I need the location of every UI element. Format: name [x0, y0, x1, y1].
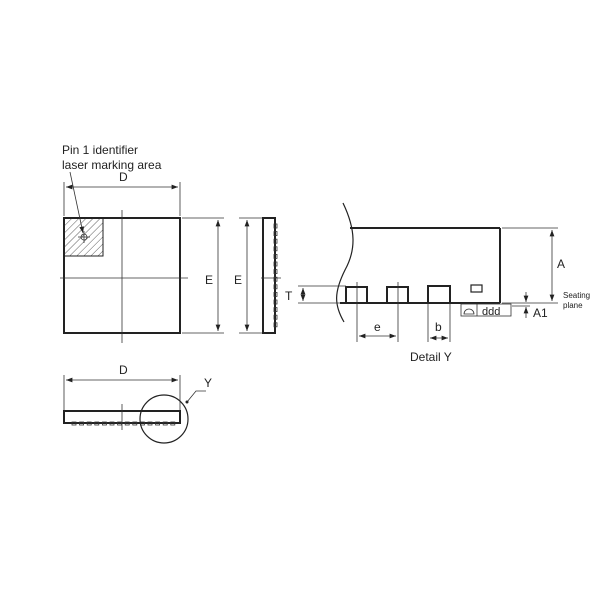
- dimension-b-label: b: [435, 320, 442, 334]
- detail-title: Detail Y: [410, 350, 452, 364]
- detail-Y-ref: Y: [204, 376, 212, 390]
- side-pad: [273, 314, 278, 320]
- dimension-E-side-label: E: [234, 273, 242, 287]
- front-pad: [71, 421, 77, 426]
- side-pad: [273, 223, 278, 229]
- pin1-crosshair-icon: [78, 231, 90, 243]
- side-pads: [273, 223, 278, 328]
- dimension-E-label: E: [205, 273, 213, 287]
- pad: [386, 286, 409, 304]
- flatness-tolerance-frame: [460, 303, 512, 317]
- front-pads: [71, 421, 176, 426]
- front-pad: [124, 421, 130, 426]
- detail-y-view: T e b ddd A A1 Seating plane Detail Y: [285, 202, 590, 364]
- dimension-D-front-label: D: [119, 363, 128, 377]
- detail-Y-leader: [186, 390, 206, 403]
- front-pad: [117, 421, 122, 426]
- pin1-label-line1: Pin 1 identifier: [62, 143, 138, 157]
- front-pad: [147, 421, 153, 426]
- front-pad: [102, 421, 107, 426]
- side-pad: [273, 322, 278, 328]
- dimension-T-label: T: [285, 289, 293, 303]
- side-pad: [273, 238, 278, 244]
- pad: [427, 285, 451, 304]
- front-pad: [132, 421, 138, 426]
- side-pad: [273, 261, 278, 267]
- front-pad: [86, 421, 92, 426]
- profile-symbol-icon: [463, 308, 475, 315]
- side-pad: [273, 269, 278, 275]
- front-pad: [109, 421, 115, 426]
- front-pad: [162, 421, 168, 426]
- seating-plane-label-1: Seating: [563, 291, 590, 300]
- side-pad: [273, 231, 278, 237]
- dimension-A-label: A: [557, 257, 565, 271]
- side-pad: [273, 246, 278, 252]
- side-pad: [273, 299, 278, 305]
- side-pad: [273, 284, 278, 290]
- side-pad: [273, 276, 278, 282]
- front-pad: [170, 421, 176, 426]
- detail-Y-circle: [139, 394, 189, 444]
- side-pad: [273, 291, 278, 297]
- break-line: [336, 202, 354, 323]
- front-pad: [155, 421, 161, 426]
- dimension-e-label: e: [374, 320, 381, 334]
- seating-plane-label-2: plane: [563, 301, 583, 310]
- front-pad: [94, 421, 100, 426]
- side-pad: [273, 253, 278, 259]
- pad-small: [470, 284, 483, 293]
- dimension-A1-label: A1: [533, 306, 548, 320]
- pin1-leader: [69, 171, 85, 234]
- side-view: E: [234, 217, 281, 334]
- front-pad: [79, 421, 84, 426]
- top-view: Pin 1 identifier laser marking area D E: [60, 143, 224, 343]
- pin1-label-line2: laser marking area: [62, 158, 162, 172]
- pin1-marking-area: [63, 217, 104, 257]
- dimension-D-label: D: [119, 170, 128, 184]
- side-pad: [273, 307, 278, 313]
- package-body-side: [262, 217, 276, 334]
- pad: [345, 286, 368, 304]
- front-view: D Y: [63, 363, 212, 444]
- ddd-label: ddd: [482, 306, 500, 318]
